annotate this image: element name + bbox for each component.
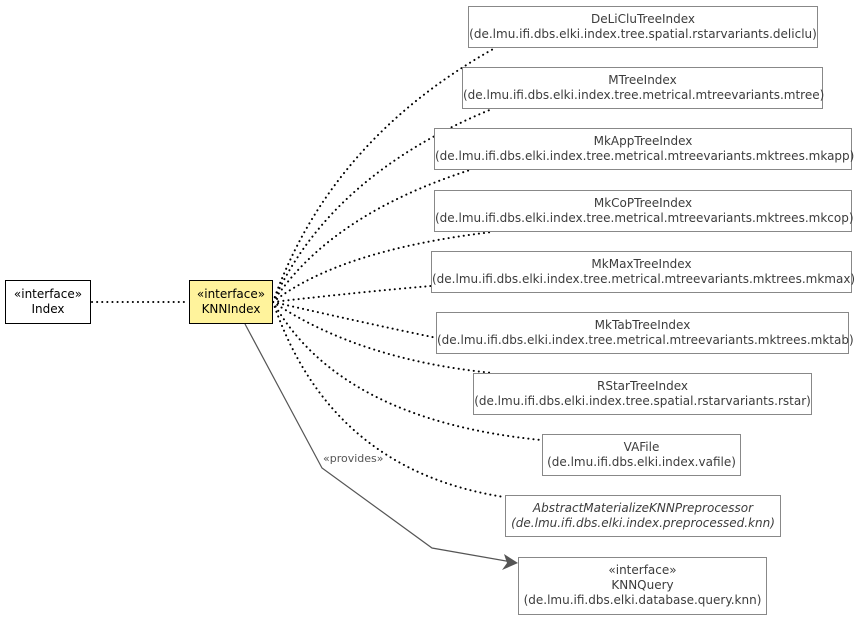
class-name: AbstractMaterializeKNNPreprocessor <box>532 501 754 515</box>
class-package: (de.lmu.ifi.dbs.elki.index.tree.metrical… <box>463 88 825 102</box>
node-mtreeindex[interactable]: MTreeIndex (de.lmu.ifi.dbs.elki.index.tr… <box>462 67 825 109</box>
knnquery-stereotype: «interface» <box>608 563 677 577</box>
class-package: (de.lmu.ifi.dbs.elki.index.tree.metrical… <box>435 149 855 163</box>
edge-provides <box>244 323 513 563</box>
class-name: RStarTreeIndex <box>597 379 688 393</box>
class-name: MkAppTreeIndex <box>593 134 693 148</box>
node-vafile[interactable]: VAFile (de.lmu.ifi.dbs.elki.index.vafile… <box>542 434 741 476</box>
edge-mkapp <box>272 169 471 303</box>
class-package: (de.lmu.ifi.dbs.elki.index.tree.metrical… <box>435 211 854 225</box>
knnquery-package: (de.lmu.ifi.dbs.elki.database.query.knn) <box>523 593 762 607</box>
class-package: (de.lmu.ifi.dbs.elki.index.tree.metrical… <box>437 333 854 347</box>
class-package: (de.lmu.ifi.dbs.elki.index.tree.spatial.… <box>469 27 817 41</box>
node-index[interactable]: «interface» Index <box>5 280 91 324</box>
edge-rstar <box>272 301 494 374</box>
provides-arrowhead <box>502 554 518 570</box>
class-package: (de.lmu.ifi.dbs.elki.index.tree.metrical… <box>432 272 856 286</box>
node-mkmaxtreeindex[interactable]: MkMaxTreeIndex (de.lmu.ifi.dbs.elki.inde… <box>431 251 856 293</box>
class-name: MkCoPTreeIndex <box>593 196 693 210</box>
node-mkapptreeindex[interactable]: MkAppTreeIndex (de.lmu.ifi.dbs.elki.inde… <box>434 128 855 170</box>
class-package: (de.lmu.ifi.dbs.elki.index.preprocessed.… <box>511 516 775 530</box>
node-mktabtreeindex[interactable]: MkTabTreeIndex (de.lmu.ifi.dbs.elki.inde… <box>436 312 854 354</box>
class-name: MTreeIndex <box>608 73 677 87</box>
node-abstractmaterializeknnpreprocessor[interactable]: AbstractMaterializeKNNPreprocessor (de.l… <box>505 495 781 537</box>
node-mkcoptreeindex[interactable]: MkCoPTreeIndex (de.lmu.ifi.dbs.elki.inde… <box>434 190 854 232</box>
provides-label: «provides» <box>323 452 384 465</box>
knnindex-name: KNNIndex <box>201 302 261 316</box>
node-delicluTreeIndex[interactable]: DeLiCluTreeIndex (de.lmu.ifi.dbs.elki.in… <box>468 6 818 48</box>
knnquery-name: KNNQuery <box>611 578 674 592</box>
edge-mkmax <box>272 285 432 303</box>
class-package: (de.lmu.ifi.dbs.elki.index.vafile) <box>547 455 736 469</box>
edges <box>91 47 542 570</box>
class-name: DeLiCluTreeIndex <box>591 12 695 26</box>
edge-deliclu <box>272 47 496 303</box>
node-knnindex[interactable]: «interface» KNNIndex <box>189 280 273 324</box>
knnindex-stereotype: «interface» <box>196 287 266 301</box>
edge-mtree <box>272 108 493 303</box>
edge-vafile <box>272 301 542 441</box>
class-name: MkMaxTreeIndex <box>591 257 692 271</box>
node-rstartreeindex[interactable]: RStarTreeIndex (de.lmu.ifi.dbs.elki.inde… <box>473 373 812 415</box>
edge-preprocessor <box>272 301 505 498</box>
class-name: MkTabTreeIndex <box>594 318 691 332</box>
index-stereotype: «interface» <box>13 287 83 301</box>
class-package: (de.lmu.ifi.dbs.elki.index.tree.spatial.… <box>474 394 811 408</box>
edge-mktab <box>272 301 438 339</box>
class-name: VAFile <box>623 440 660 454</box>
node-knnquery[interactable]: «interface» KNNQuery (de.lmu.ifi.dbs.elk… <box>518 557 767 615</box>
index-name: Index <box>31 302 65 316</box>
